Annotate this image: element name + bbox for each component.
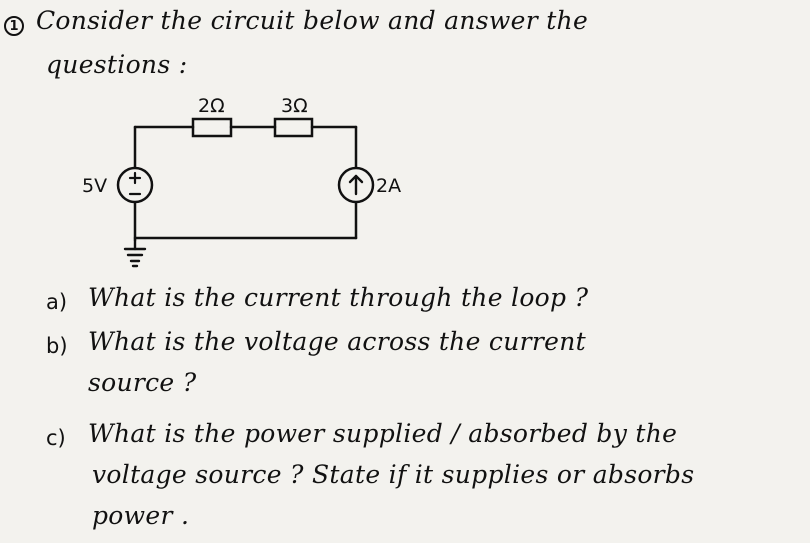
problem-number-badge: 1 (4, 16, 24, 36)
question-a-marker: a) (46, 290, 68, 314)
current-source-label: 2A (376, 175, 401, 197)
arrow-up-icon (348, 174, 364, 196)
resistor-3-ohm-label: 3Ω (281, 95, 308, 117)
question-c-marker: c) (46, 426, 66, 450)
voltage-source-label: 5V (82, 175, 107, 197)
question-b-text-line-1: What is the voltage across the current (88, 327, 586, 356)
resistor-2-ohm-label: 2Ω (198, 95, 225, 117)
question-c-text-line-3: power . (92, 501, 190, 530)
question-b-text-line-2: source ? (88, 368, 197, 397)
question-a-text: What is the current through the loop ? (88, 283, 589, 312)
problem-intro-line-1: Consider the circuit below and answer th… (36, 6, 589, 35)
resistor-2-ohm (191, 117, 233, 138)
problem-intro-line-2: questions : (46, 50, 188, 79)
question-c-text-line-1: What is the power supplied / absorbed by… (88, 419, 678, 448)
question-c-text-line-2: voltage source ? State if it supplies or… (92, 460, 695, 489)
polarity-signs (128, 171, 142, 196)
question-b-marker: b) (46, 334, 68, 358)
problem-number: 1 (9, 18, 19, 34)
resistor-3-ohm (273, 117, 314, 138)
ground-icon (123, 238, 147, 268)
